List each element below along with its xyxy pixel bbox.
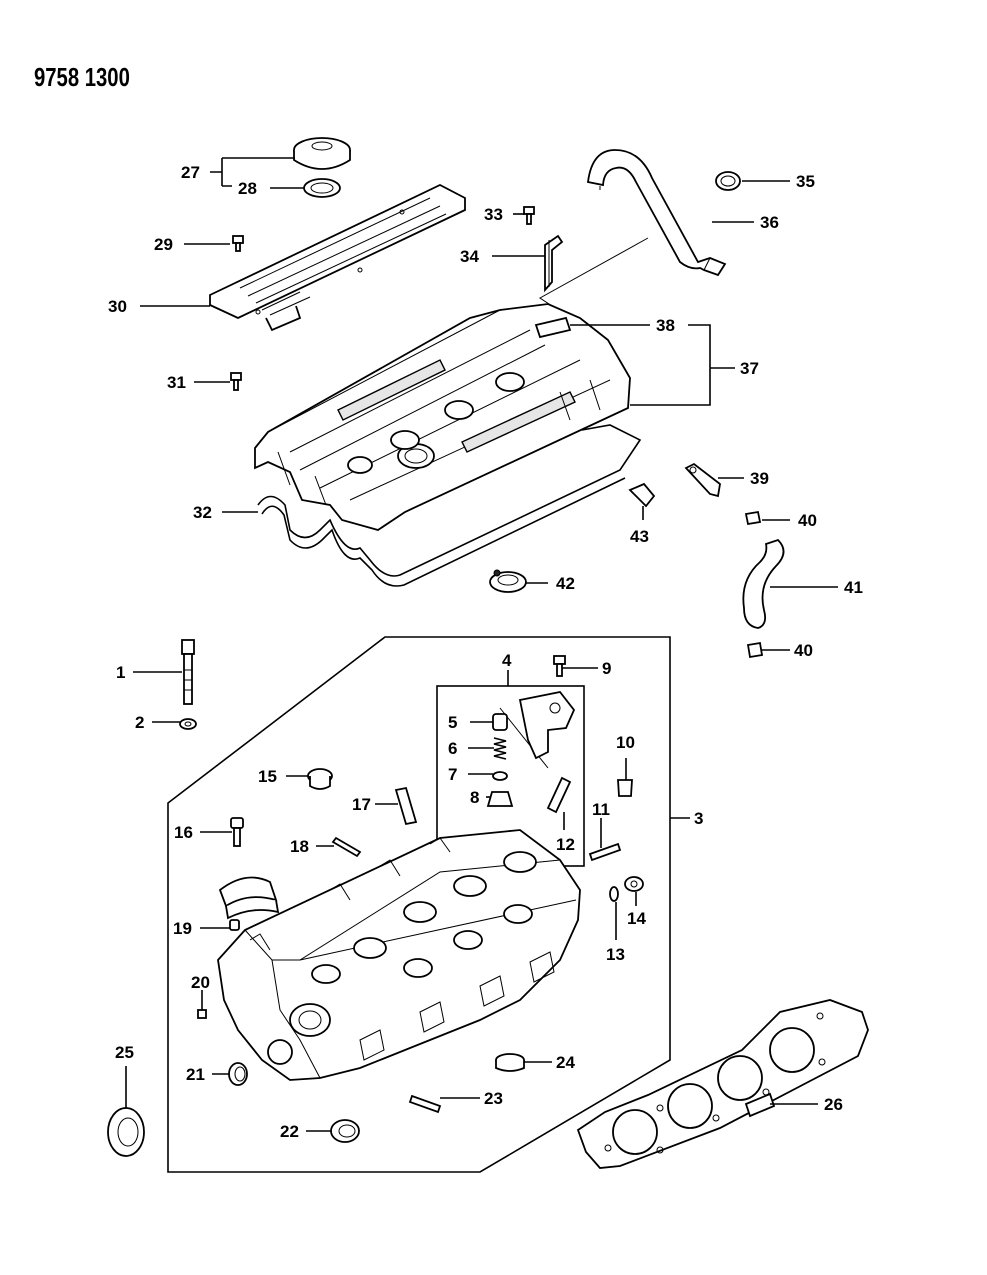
vent-hose-icon xyxy=(742,538,785,629)
bolt-29-icon xyxy=(232,235,244,252)
rocker-cover-icon xyxy=(254,303,631,531)
rocker-arm-icon xyxy=(518,691,576,760)
cylinder-head-icon xyxy=(217,829,581,1081)
callout-1: 1 xyxy=(116,663,125,682)
camshaft-seal-icon xyxy=(107,1107,145,1157)
callout-19: 19 xyxy=(173,919,192,938)
callout-36: 36 xyxy=(760,213,779,232)
washer-icon xyxy=(179,718,197,730)
callout-11: 11 xyxy=(592,800,610,819)
callout-35: 35 xyxy=(796,172,815,191)
callout-40a: 40 xyxy=(798,511,817,530)
callout-9: 9 xyxy=(602,659,611,678)
callout-42: 42 xyxy=(556,574,575,593)
callout-17: 17 xyxy=(352,795,371,814)
callout-23: 23 xyxy=(484,1089,503,1108)
plug-24-icon xyxy=(495,1053,525,1072)
bolt-9-icon xyxy=(553,655,566,677)
callout-26: 26 xyxy=(824,1095,843,1114)
bolt-33-icon xyxy=(523,206,535,225)
plug-15-icon xyxy=(307,768,333,790)
dowel-19-icon xyxy=(229,919,240,931)
stud-18-icon xyxy=(331,836,362,858)
head-gasket-icon xyxy=(576,999,869,1169)
callout-16: 16 xyxy=(174,823,193,842)
callout-24: 24 xyxy=(556,1053,575,1072)
pcv-valve-icon xyxy=(684,462,721,498)
callout-4: 4 xyxy=(502,651,512,670)
ring-icon xyxy=(492,771,508,781)
callout-40b: 40 xyxy=(794,641,813,660)
lash-adjuster-body-icon xyxy=(492,713,508,731)
callout-39: 39 xyxy=(750,469,769,488)
rocker-cover-gasket-icon xyxy=(257,424,642,587)
clip-40b-icon xyxy=(746,641,764,659)
oil-seal-42-icon xyxy=(489,569,527,593)
callout-29: 29 xyxy=(154,235,173,254)
callout-30: 30 xyxy=(108,297,127,316)
bolt-31-icon xyxy=(230,372,242,391)
callout-33: 33 xyxy=(484,205,503,224)
callout-28: 28 xyxy=(238,179,257,198)
callout-7: 7 xyxy=(448,765,457,784)
callout-8: 8 xyxy=(470,788,479,807)
callout-27: 27 xyxy=(181,163,200,182)
callout-34: 34 xyxy=(460,247,479,266)
retainer-cap-icon xyxy=(486,791,514,807)
callout-labels: 27 28 29 30 31 32 33 34 35 36 37 38 39 4… xyxy=(108,163,863,1141)
stud-23-icon xyxy=(408,1094,442,1114)
clip-40a-icon xyxy=(744,510,762,526)
callout-41: 41 xyxy=(844,578,863,597)
guide-17-icon xyxy=(394,786,418,826)
callout-31: 31 xyxy=(167,373,186,392)
head-bolt-icon xyxy=(181,639,195,705)
callout-2: 2 xyxy=(135,713,144,732)
filler-cap-gasket-icon xyxy=(303,178,341,198)
bearing-cap-icon xyxy=(218,876,280,920)
callout-43: 43 xyxy=(630,527,649,546)
callout-14: 14 xyxy=(627,909,646,928)
callout-22: 22 xyxy=(280,1122,299,1141)
callout-13: 13 xyxy=(606,945,625,964)
callout-21: 21 xyxy=(186,1065,205,1084)
callout-20: 20 xyxy=(191,973,210,992)
oil-filler-cap-icon xyxy=(293,137,351,170)
callout-32: 32 xyxy=(193,503,212,522)
callout-5: 5 xyxy=(448,713,457,732)
snap-ring-icon xyxy=(609,886,619,902)
cylinder-head-kit-frame xyxy=(167,636,671,1173)
stud-10-icon xyxy=(617,779,633,797)
spring-icon xyxy=(493,737,507,760)
leader-lines xyxy=(125,157,838,1132)
callout-25: 25 xyxy=(115,1043,134,1062)
document-id: 9758 1300 xyxy=(34,62,130,92)
cover-plate-icon xyxy=(209,183,466,332)
callout-15: 15 xyxy=(258,767,277,786)
callout-10: 10 xyxy=(616,733,635,752)
pin-20-icon xyxy=(197,1009,207,1019)
callout-12: 12 xyxy=(556,835,575,854)
hose-clamp-icon xyxy=(715,171,741,191)
callout-37: 37 xyxy=(740,359,759,378)
dowel-12-icon xyxy=(546,776,572,814)
seal-22-icon xyxy=(330,1119,360,1143)
seal-21-icon xyxy=(228,1062,248,1086)
callout-3: 3 xyxy=(694,809,703,828)
stud-11-icon xyxy=(588,842,622,862)
bolt-16-icon xyxy=(230,817,244,847)
breather-hose-icon xyxy=(587,149,727,277)
callout-18: 18 xyxy=(290,837,309,856)
cap-nut-icon xyxy=(624,876,644,892)
cap-43-icon xyxy=(628,482,656,508)
callout-6: 6 xyxy=(448,739,457,758)
bracket-icon xyxy=(544,234,564,293)
callout-38: 38 xyxy=(656,316,675,335)
